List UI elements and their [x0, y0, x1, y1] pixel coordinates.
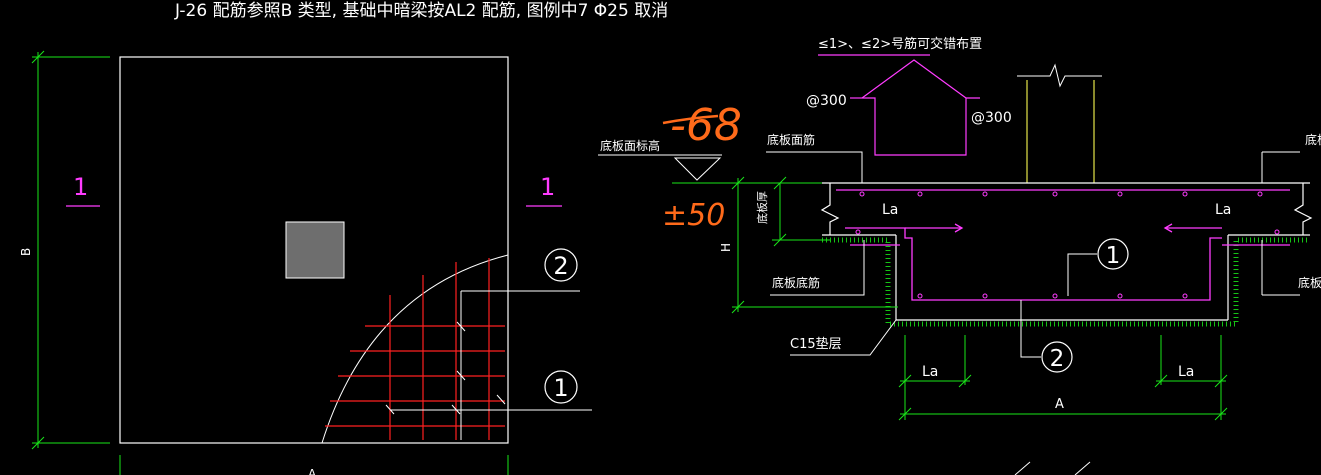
svg-text:2: 2 — [1050, 346, 1065, 372]
handwritten-side: ±50 — [662, 198, 725, 233]
bottom-edge-marks — [1014, 461, 1091, 475]
la-top-left: La — [882, 202, 898, 218]
section-mark-right: 1 — [526, 173, 562, 207]
dimension-b-label: B — [19, 248, 33, 256]
rebar-leader-lines — [766, 151, 1300, 296]
stagger-rebar-symbol — [818, 54, 980, 156]
la-bottom-left: La — [922, 364, 938, 380]
svg-text:1: 1 — [553, 374, 568, 402]
handwritten-top: -68 — [670, 100, 742, 151]
dimension-b — [31, 50, 110, 450]
footing-rebars — [836, 189, 1290, 301]
section-mark-left: 1 — [66, 173, 100, 207]
footing-outline — [119, 56, 509, 444]
width-label: A — [1055, 397, 1064, 412]
svg-text:1: 1 — [540, 173, 555, 201]
bottom-rebar-label-left: 底板底筋 — [772, 275, 820, 290]
dimension-a-plan — [119, 455, 509, 475]
section-callout-1: 1 — [1067, 238, 1129, 296]
top-rebar-label-left: 底板面筋 — [767, 132, 815, 147]
level-triangle — [673, 157, 722, 181]
top-level-label: 底板面标高 — [600, 138, 660, 153]
cushion-leader — [790, 319, 897, 356]
cushion-label: C15垫层 — [790, 336, 842, 352]
c15-cushion — [822, 237, 1310, 327]
rebar-dots — [855, 191, 1280, 299]
height-dimension — [731, 176, 898, 314]
plan-view: B A 1 1 — [19, 50, 592, 475]
handwritten-annotations: -68 ±50 — [662, 100, 742, 233]
detail-break-arc — [321, 254, 509, 444]
handwritten-stroke — [662, 114, 719, 125]
dimension-a-plan-label: A — [308, 467, 317, 475]
thickness-label: 底板厚 — [755, 191, 769, 224]
section-view: ≤1>、≤2>号筋可交错布置 @300 @300 底板面标高 — [598, 36, 1321, 475]
la-bottom-right: La — [1178, 364, 1194, 380]
spacing-right: @300 — [971, 110, 1012, 126]
drawing-title: J-26 配筋参照B 类型, 基础中暗梁按AL2 配筋, 图例中7 Φ25 取消 — [174, 1, 668, 21]
bottom-rebar-label-right: 底板底筋 — [1298, 275, 1321, 290]
footing-section-outline — [820, 182, 1313, 321]
spacing-left: @300 — [806, 93, 847, 109]
rebar-leaders — [385, 290, 592, 440]
section-callout-2: 2 — [1020, 300, 1073, 373]
height-label: H — [719, 243, 733, 252]
column-block — [285, 221, 345, 279]
rebar-note: ≤1>、≤2>号筋可交错布置 — [818, 36, 982, 52]
column-break-line — [1017, 63, 1102, 88]
thickness-dimension — [772, 176, 830, 247]
column-elevation — [1026, 80, 1095, 183]
svg-text:2: 2 — [553, 252, 568, 280]
svg-text:1: 1 — [1106, 243, 1121, 269]
la-top-right: La — [1215, 202, 1231, 218]
plan-callout-1: 1 — [544, 370, 578, 404]
plan-callout-2: 2 — [544, 248, 578, 282]
top-rebar-label-right: 底板面筋 — [1305, 132, 1321, 147]
svg-text:1: 1 — [73, 173, 88, 201]
rebar-grid — [325, 258, 505, 440]
la-bottom-dims — [898, 335, 1228, 421]
